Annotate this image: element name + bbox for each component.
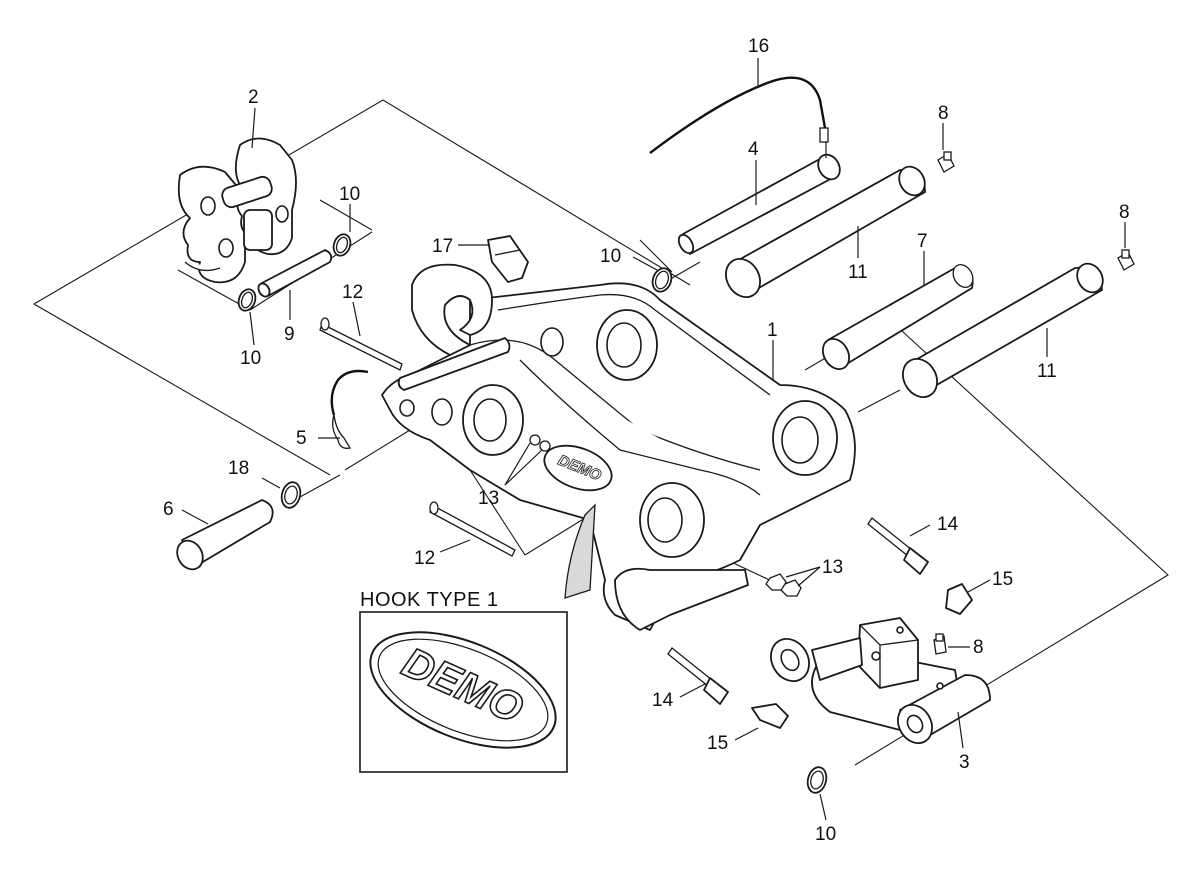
callout-10-left: 10 [240, 348, 261, 369]
callout-5: 5 [296, 428, 307, 449]
callout-8-right: 8 [1119, 202, 1130, 223]
part-15-elbow-lower [751, 703, 789, 729]
part-12-bolt-upper [319, 317, 403, 371]
callout-3: 3 [959, 752, 970, 773]
part-10-ring-b [237, 288, 257, 312]
part-4-pin [677, 153, 841, 255]
callout-12-upper: 12 [342, 282, 363, 303]
callout-7: 7 [917, 231, 928, 252]
part-6-pin [176, 499, 274, 571]
detail-logo-plate-inner [377, 638, 549, 742]
callout-13-left: 13 [478, 488, 499, 509]
part-8-grease-nipple-b [1117, 249, 1135, 271]
callout-14-upper: 14 [937, 514, 959, 535]
part-17-clip [487, 235, 529, 283]
callout-10-bottom: 10 [815, 824, 836, 845]
detail-title: HOOK TYPE 1 [360, 589, 499, 611]
callout-17: 17 [432, 236, 453, 257]
part-3-hydraulic-cylinder [770, 617, 991, 744]
hook-type-detail-box: HOOK TYPE 1 DEMO [359, 589, 568, 773]
part-2-link-bracket [177, 137, 297, 284]
part-8-grease-nipple-a [937, 151, 955, 173]
callout-2: 2 [248, 87, 259, 108]
part-16-cable [649, 76, 829, 158]
callout-10-center: 10 [600, 246, 621, 267]
callout-8-lower: 8 [973, 637, 984, 658]
callout-15-lower: 15 [707, 733, 728, 754]
callout-8-top: 8 [938, 103, 949, 124]
callout-15-upper: 15 [992, 569, 1013, 590]
callout-6: 6 [163, 499, 174, 520]
part-14-hose-lower [667, 647, 729, 705]
part-10-ring-c [651, 267, 673, 293]
part-10-ring-a [332, 233, 352, 257]
callout-14-lower: 14 [652, 690, 674, 711]
part-7-pin [821, 264, 974, 370]
part-12-bolt-lower [429, 501, 516, 557]
part-10-ring-d [806, 766, 828, 794]
callout-10-top: 10 [339, 184, 360, 205]
callout-13-right: 13 [822, 557, 843, 578]
callout-11-upper: 11 [848, 262, 868, 283]
callout-1: 1 [767, 320, 778, 341]
callout-9: 9 [284, 324, 295, 345]
part-11-pin-a [725, 165, 926, 298]
callout-16: 16 [748, 36, 769, 57]
part-14-hose-upper [867, 517, 929, 575]
part-5-lock-pin [330, 369, 369, 449]
callout-11-lower: 11 [1037, 361, 1057, 382]
detail-logo-plate [369, 631, 557, 749]
part-13-nuts-lower [765, 573, 802, 597]
part-18-ring [280, 481, 302, 509]
callout-18: 18 [228, 458, 249, 479]
part-9-pin [257, 249, 333, 298]
callout-12-lower: 12 [414, 548, 435, 569]
part-11-pin-b [902, 262, 1104, 398]
part-15-elbow-upper [945, 583, 973, 615]
part-1-main-frame: DEMO [381, 263, 856, 631]
leader-lines [181, 58, 1126, 821]
callout-labels: 2 16 4 8 8 7 11 11 1 17 10 10 9 10 12 5 … [163, 36, 1130, 845]
callout-4: 4 [748, 139, 759, 160]
part-8-grease-nipple-c [933, 633, 947, 655]
